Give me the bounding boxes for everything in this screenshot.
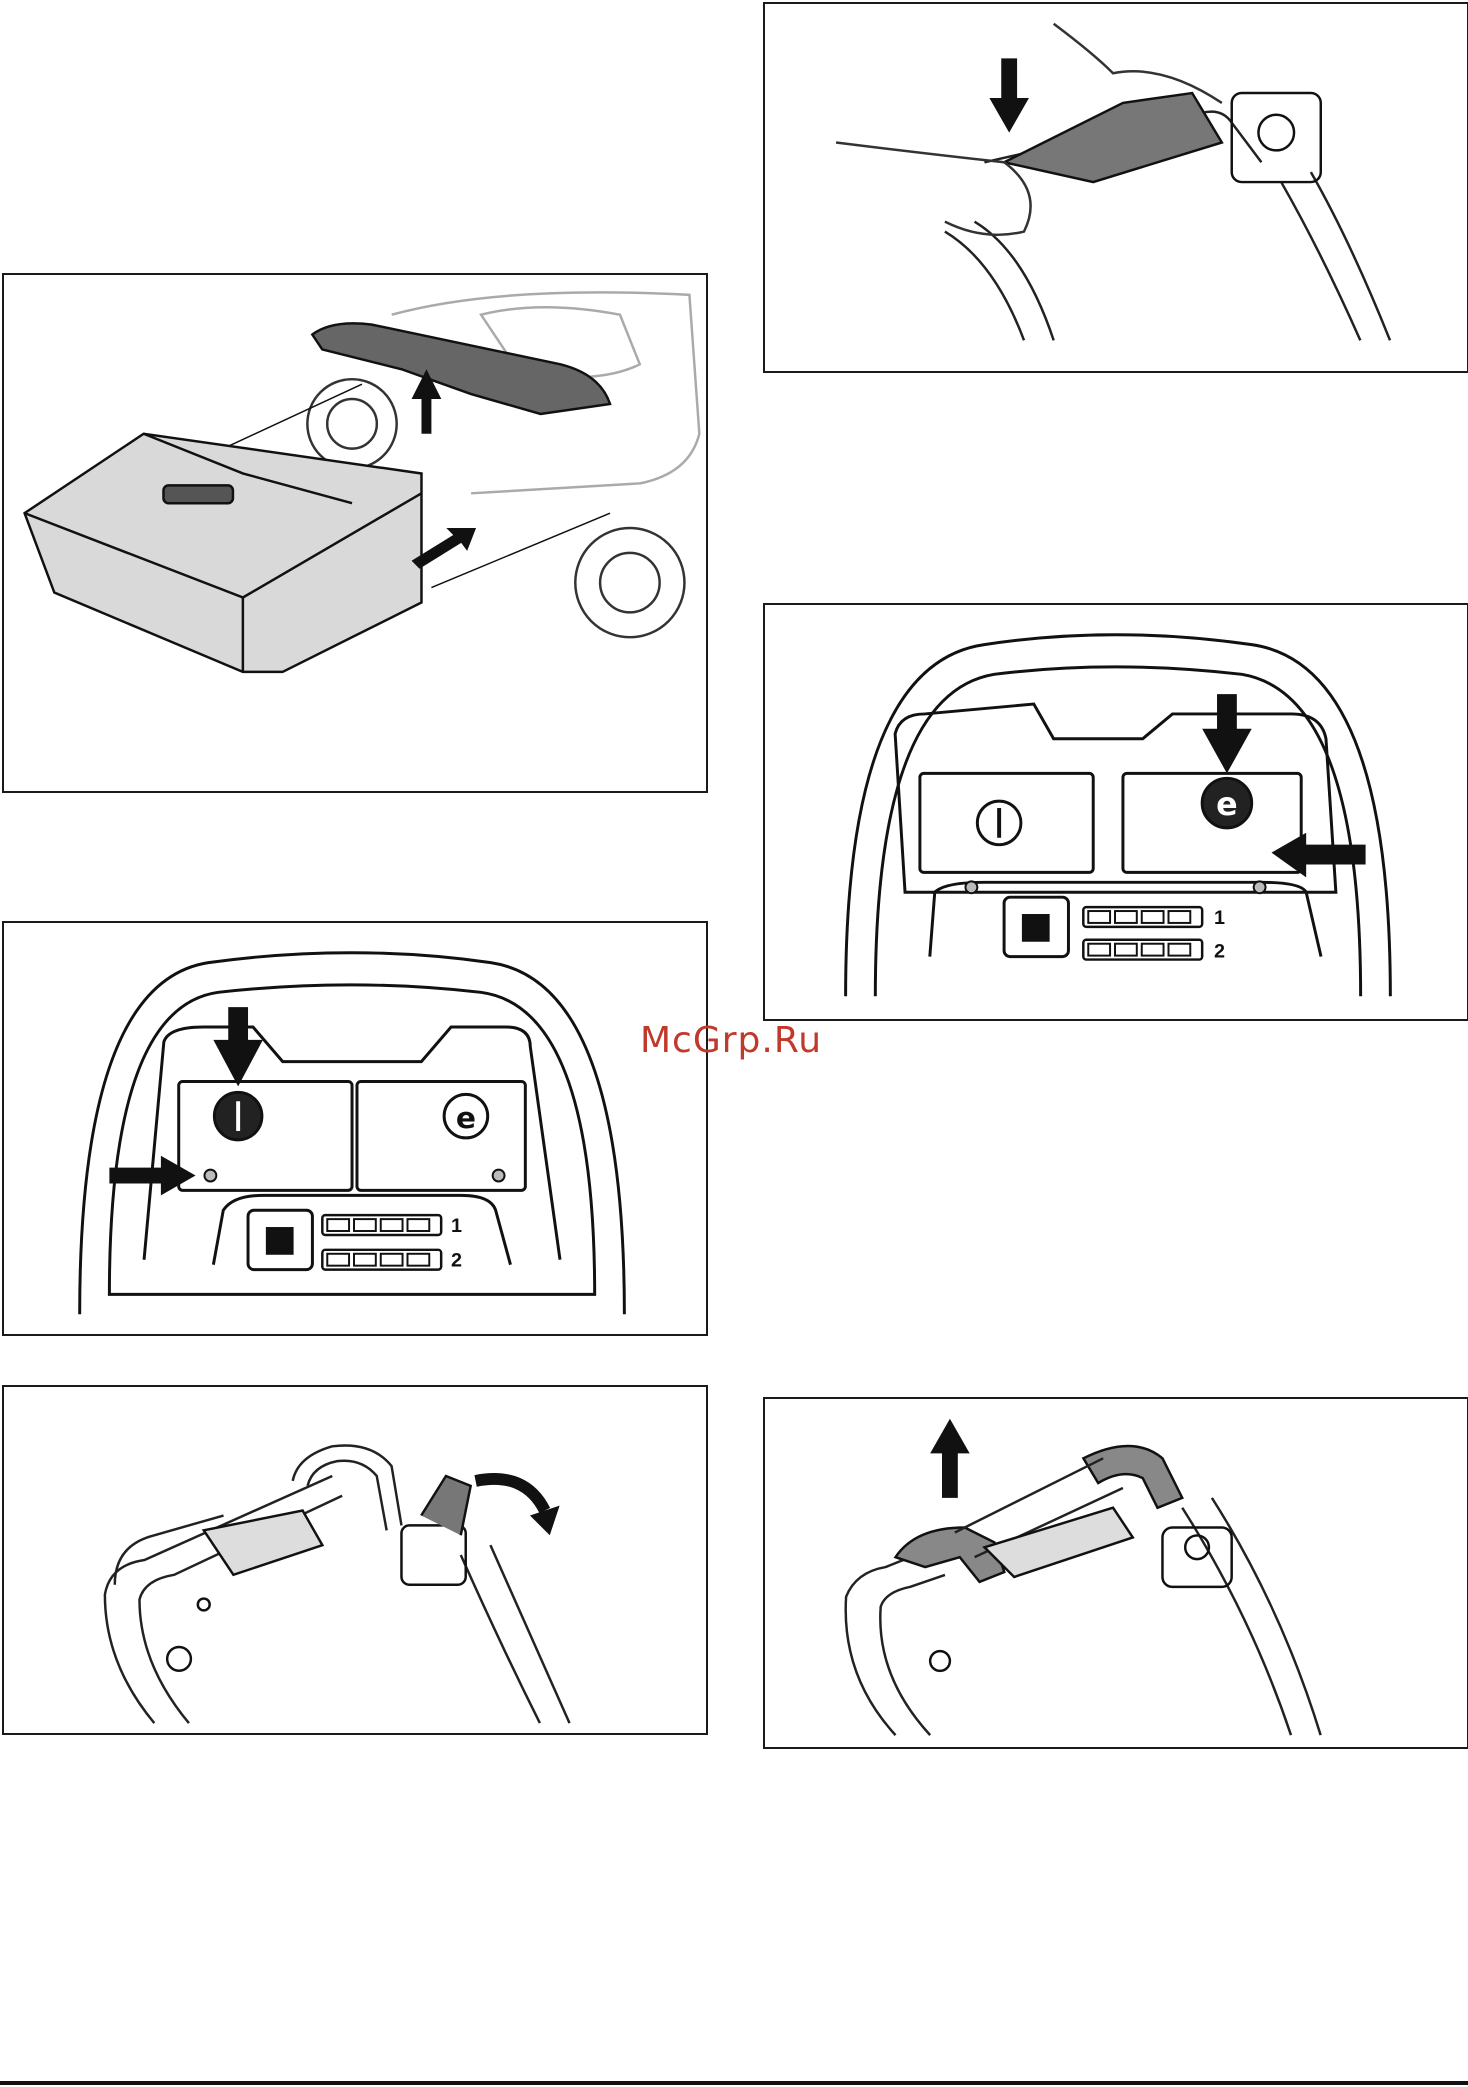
battery-indicator-icon [266, 1215, 441, 1269]
grass-bag-illustration [4, 275, 706, 791]
watermark-text: McGrp.Ru [640, 1020, 822, 1061]
battery-label-1: 1 [1214, 907, 1225, 929]
arrow-up-icon [930, 1419, 970, 1498]
power-button-icon [214, 1092, 262, 1140]
arrow-down-icon [989, 58, 1029, 132]
control-panel-eco-illustration: e [765, 605, 1467, 1019]
battery-label-2: 2 [451, 1250, 462, 1272]
figure-handle-lever-rotate [2, 1385, 708, 1735]
svg-text:e: e [1216, 787, 1238, 823]
battery-indicator-icon [1022, 907, 1202, 959]
arrow-down-icon [1202, 694, 1252, 773]
battery-label-2: 2 [1214, 941, 1225, 963]
arrow-rotate-icon [476, 1479, 560, 1535]
figure-control-panel-power: e 1 2 [2, 921, 708, 1336]
press-handle-illustration [765, 4, 1467, 371]
eco-mode-icon: e [1202, 778, 1252, 828]
control-panel-power-illustration: e 1 2 [4, 923, 706, 1334]
figure-press-handle [763, 2, 1468, 373]
figure-control-panel-eco: e [763, 603, 1468, 1021]
power-button-icon [977, 801, 1021, 845]
figure-grass-bag [2, 273, 708, 793]
footer-rule [0, 2081, 1468, 2085]
eco-mode-icon: e [444, 1094, 488, 1138]
battery-label-1: 1 [451, 1215, 462, 1237]
handle-lever-illustration [4, 1387, 706, 1733]
lift-handle-illustration [765, 1399, 1467, 1747]
svg-text:e: e [456, 1101, 476, 1136]
figure-lift-handle [763, 1397, 1468, 1749]
arrow-left-icon [1271, 833, 1365, 878]
arrow-down-icon [213, 1007, 263, 1086]
